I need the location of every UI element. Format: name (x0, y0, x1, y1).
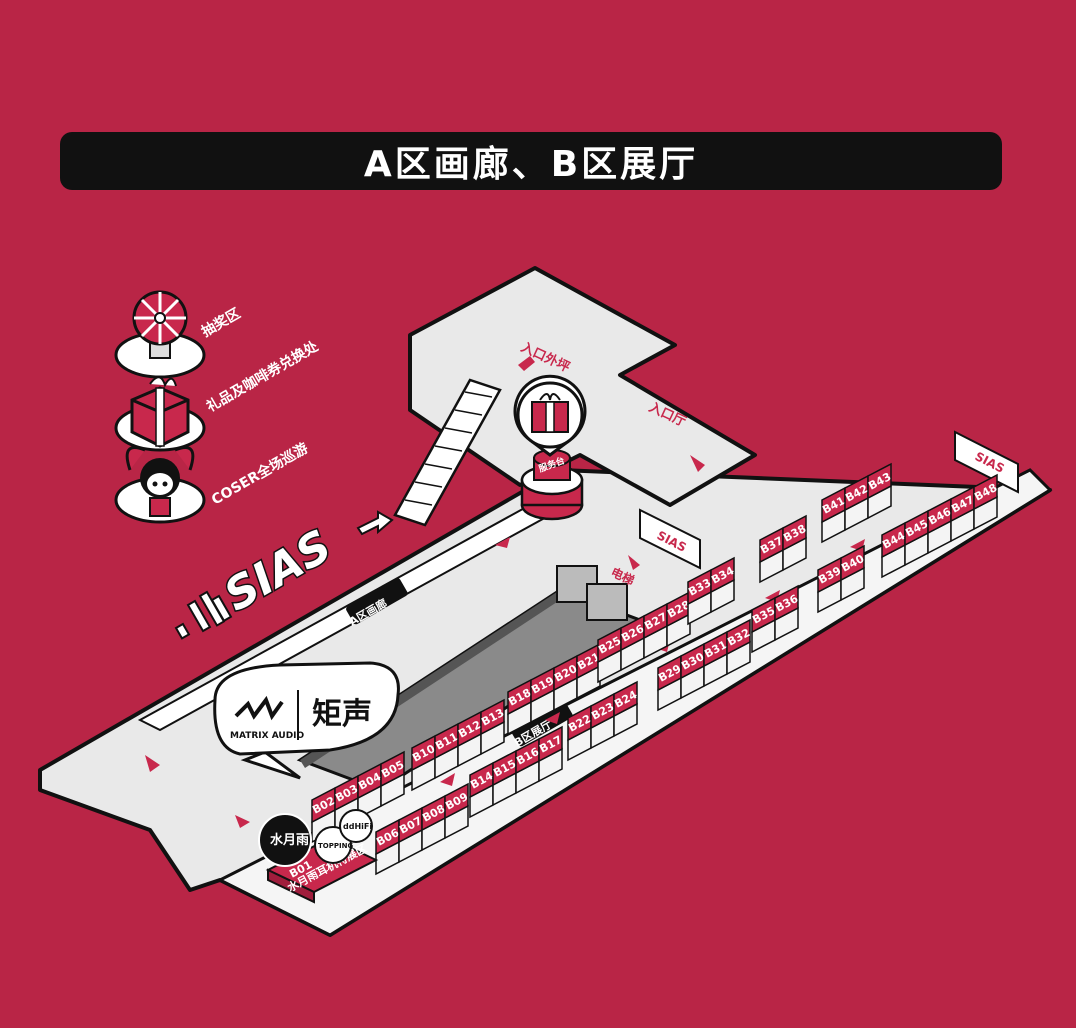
gift-box-icon (114, 376, 206, 452)
booth-b07[interactable]: B07 (397, 806, 424, 864)
booths: B02B03B04B05B06B07B08B09B10B11B12B13B14B… (310, 462, 999, 876)
legend: 抽奖区 礼品及咖啡券兑换处 COSER全场巡游 (114, 290, 322, 524)
arrow-icon (356, 510, 394, 536)
prize-wheel-icon (114, 290, 206, 379)
booth-b47[interactable]: B47 (949, 485, 976, 543)
coser-character-icon (114, 446, 206, 524)
service-desk: 服务台 (520, 449, 584, 521)
moondrop-text: 水月雨 (270, 832, 309, 848)
booth-b35[interactable]: B35 (750, 596, 777, 654)
booth-b05[interactable]: B05 (379, 750, 406, 808)
booth-b36[interactable]: B36 (773, 584, 801, 642)
gift-pin-icon (513, 374, 587, 457)
booth-b21[interactable]: B21 (575, 642, 602, 700)
booth-b32[interactable]: B32 (725, 618, 752, 676)
booth-b34[interactable]: B34 (709, 556, 737, 614)
booth-b12[interactable]: B12 (456, 710, 483, 768)
matrix-audio-callout: MATRIX AUDIO 矩声 (213, 661, 400, 780)
booth-b09[interactable]: B09 (443, 782, 470, 840)
staircase (393, 378, 502, 527)
booth-b43[interactable]: B43 (866, 462, 893, 520)
matrix-audio-en: MATRIX AUDIO (230, 731, 305, 741)
booth-b38[interactable]: B38 (781, 514, 808, 572)
legend-label-lottery: 抽奖区 (199, 305, 244, 341)
topping-logo: TOPPING (314, 826, 353, 864)
matrix-audio-logo-icon (234, 695, 284, 721)
booth-b19[interactable]: B19 (529, 666, 556, 724)
booth-b23[interactable]: B23 (589, 692, 616, 750)
booth-b16[interactable]: B16 (514, 737, 542, 795)
booth-b06[interactable]: B06 (374, 818, 402, 876)
booth-b40[interactable]: B40 (839, 544, 867, 602)
booth-b41[interactable]: B41 (820, 486, 847, 544)
booth-b24[interactable]: B24 (612, 680, 640, 738)
legend-label-gift-coffee: 礼品及咖啡券兑换处 (204, 337, 322, 415)
booth-b15[interactable]: B15 (491, 749, 518, 807)
topping-text: TOPPING (318, 842, 353, 850)
booth-b20[interactable]: B20 (552, 654, 580, 712)
booth-b13[interactable]: B13 (479, 698, 506, 756)
booth-b10[interactable]: B10 (410, 734, 438, 792)
ddhifi-logo: ddHiFi (339, 809, 373, 843)
elevator-block (586, 583, 628, 621)
booth-b37[interactable]: B37 (758, 526, 785, 584)
moondrop-logo: 水月雨 (258, 813, 312, 867)
matrix-audio-cn: 矩声 (312, 697, 372, 732)
booth-b48[interactable]: B48 (972, 473, 999, 531)
booth-b25[interactable]: B25 (596, 626, 623, 684)
booth-b27[interactable]: B27 (642, 602, 669, 660)
page-title: A区画廊、B区展厅 (60, 132, 1002, 190)
booth-b45[interactable]: B45 (903, 509, 930, 567)
ddhifi-text: ddHiFi (343, 822, 372, 831)
booth-b28[interactable]: B28 (665, 590, 692, 648)
legend-label-coser: COSER全场巡游 (209, 439, 312, 508)
booth-b17[interactable]: B17 (537, 725, 564, 783)
booth-b31[interactable]: B31 (702, 630, 729, 688)
